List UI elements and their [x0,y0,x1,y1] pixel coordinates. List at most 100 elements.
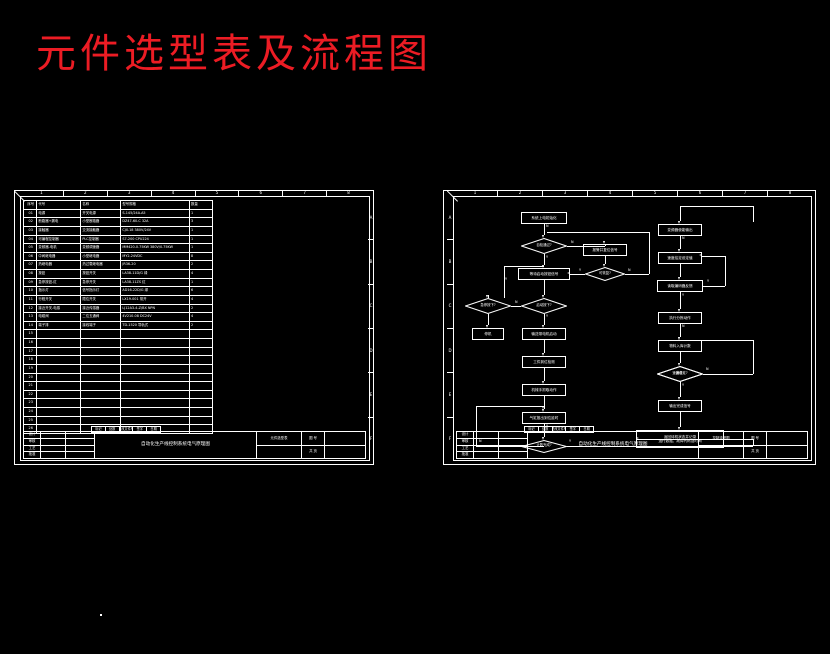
parts-cell-3 [121,416,191,425]
sign-role: 工艺 [24,446,40,453]
titleblock-sign-col: 设计审核工艺批准 [24,432,41,458]
flow-node-label: 启动按下? [536,303,552,308]
parts-cell-4: 1 [191,279,194,284]
parts-cell-4 [190,391,212,399]
zone-left-cell-D: D [447,329,453,374]
edge-label-d2-no: N [628,268,631,272]
parts-cell-1: 按钮 [37,270,82,278]
flow-connector-d1-n2-v [605,244,606,246]
parts-cell-0: 20 [24,373,38,382]
parts-cell-4: 6 [191,288,194,293]
edge-label-d5-yes: Y [569,439,572,443]
parts-cell-4: 2 [191,305,194,310]
edge-label-d7-no: N [706,367,709,371]
titleblock-drawing-name-col: 自动化生产线控制系统电气原理图 [528,432,699,458]
flow-connector-top-rail-v [753,206,754,222]
zone-right-cell-C: C [368,285,374,329]
parts-cell-4 [190,374,212,382]
parts-cell-1: 中间继电器 [37,252,82,261]
flow-connector [680,264,681,277]
table-row-empty: 15 [24,330,212,339]
flow-connector [544,368,545,381]
sign-role: 审核 [24,439,40,446]
parts-cell-4 [190,417,212,425]
flow-process-n1: 系统上电初始化 [521,212,567,224]
title-block: 设计审核工艺批准自动化生产线控制系统电气原理图控制流程图图 号共 页 [456,431,808,459]
zone-left-cell-F: F [448,436,452,442]
parts-cell-3: CJX-18 380V/24V [121,226,191,235]
flow-process-m6: 输出完成信号 [658,400,702,412]
parts-cell-1 [37,425,82,433]
drawing-name: 自动化生产线控制系统电气原理图 [141,441,210,447]
parts-cell-2: PLC控制器 [81,235,122,244]
sign-name [41,452,65,458]
stage-value [699,446,743,459]
parts-cell-2: 信号指示灯 [81,287,122,295]
parts-cell-0: 15 [24,330,38,338]
sign-role: 设计 [457,432,473,439]
zone-top-cell-8: 8 [347,190,350,195]
revision-header-strip: 标记处数更改文件号签字日期 [91,426,161,433]
flow-decision-d1: 自检通过? [521,238,567,254]
table-row-empty: 17 [24,347,212,357]
flow-connector [680,412,681,427]
parts-cell-2 [81,408,122,416]
parts-cell-1: 接触器 [37,226,82,235]
parts-cell-4: 8 [191,253,194,258]
zone-right-cell-A: A [368,196,374,241]
parts-cell-2: 二位五通阀 [81,313,122,321]
parts-cell-3: S7-200 CPU224 [121,235,191,244]
table-row-empty: 20 [24,373,212,383]
titleblock-stage-col: 元件选型表 [257,432,302,458]
flow-arrow-down [486,325,489,328]
parts-cell-0: 17 [24,347,38,356]
parts-cell-3: LX19-001 常开 [121,295,191,304]
revision-header-1: 处数 [539,427,553,432]
page-value [325,446,365,459]
parts-cell-0: 07 [24,261,38,269]
parts-table-header-1: 代号 [37,201,82,209]
titleblock-sheet-col: 图 号共 页 [744,432,767,458]
zone-right-cell-F: F [369,436,373,442]
stage-value [257,446,301,459]
zone-top-cell-4: 4 [588,190,633,196]
parts-cell-3: S-145/24A-A5 [121,209,191,218]
parts-cell-0: 01 [24,209,38,218]
parts-cell-3 [121,399,191,407]
flow-arrow-left [699,254,702,257]
sign-role: 审核 [457,439,473,446]
sign-date [499,452,527,458]
parts-cell-2: 按钮开关 [81,270,122,278]
parts-cell-1: 可编程控制器 [37,235,82,244]
parts-cell-3: TD-1520 导轨式 [121,321,191,330]
flow-process-n3: 等待启动按钮信号 [518,268,570,280]
edge-label-m3: Y [682,293,685,297]
edge-label-d3-no: N [515,300,518,304]
parts-cell-4 [190,356,212,364]
parts-cell-0: 03 [24,226,38,235]
sheet-label: 图 号 [744,432,766,446]
flow-process-m2: 速度给定设定值 [658,252,702,264]
parts-table-header-3: 型号规格 [121,201,191,209]
table-row-empty: 24 [24,408,212,417]
flow-connector [680,236,681,249]
titleblock-name-col [474,432,499,458]
parts-cell-2: 交流接触器 [81,226,122,235]
parts-cell-3 [121,373,191,382]
zone-top-cell-5: 5 [196,190,240,196]
parts-cell-0: 16 [24,339,38,347]
parts-cell-1: 端子排 [37,321,82,330]
flow-arrow-down [678,337,681,340]
revision-header-2: 更改文件号 [553,427,567,432]
revision-header-4: 日期 [583,427,590,431]
parts-cell-3 [121,356,191,364]
revision-strip [100,614,102,616]
parts-cell-1 [37,408,82,416]
